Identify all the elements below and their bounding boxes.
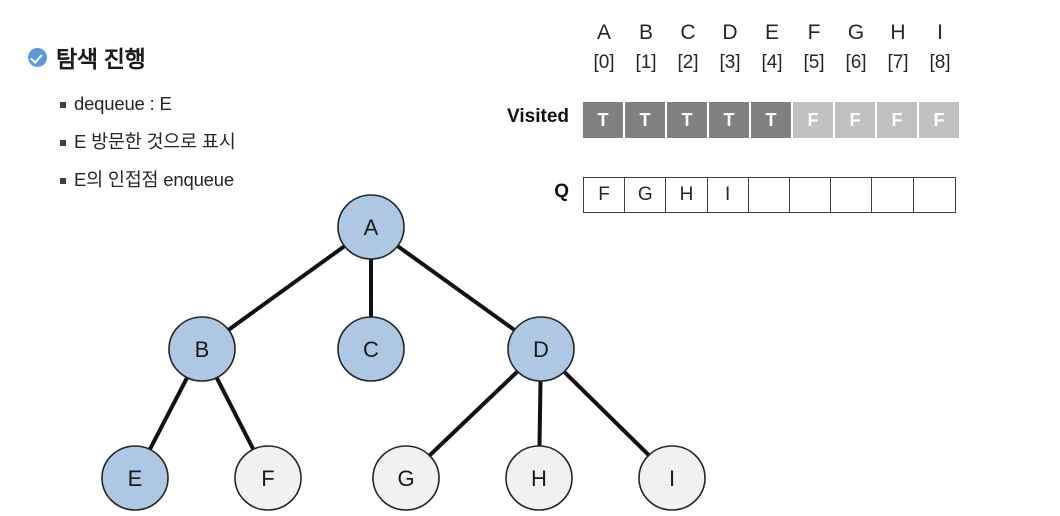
tree-node-h[interactable] — [505, 445, 573, 511]
tree-node-c[interactable] — [337, 316, 405, 382]
queue-cell — [749, 178, 790, 212]
index-header-cell: [0] — [593, 52, 615, 73]
tree-node-e[interactable] — [101, 445, 169, 511]
tree-node-i[interactable] — [638, 445, 706, 511]
square-bullet-icon — [60, 102, 66, 108]
visited-cell: T — [583, 102, 623, 138]
tree-edge — [369, 225, 543, 351]
check-circle-icon — [28, 47, 47, 67]
tree-node-a[interactable] — [337, 194, 405, 260]
vertex-header-cell: A — [596, 21, 611, 44]
vertex-header-cell: C — [680, 21, 696, 44]
vertex-header-cell: G — [847, 21, 865, 44]
queue-cell — [831, 178, 873, 212]
list-item: E 방문한 것으로 표시 — [60, 130, 236, 155]
visited-cell: F — [793, 102, 833, 138]
vertex-header-cell: H — [890, 21, 906, 44]
queue-cell: I — [708, 178, 749, 212]
queue-cell: G — [625, 178, 667, 212]
vertex-header-cell: E — [764, 21, 779, 44]
index-header-cell: [3] — [719, 52, 741, 73]
list-item-label: E 방문한 것으로 표시 — [74, 130, 236, 152]
vertex-header-row: A B C D E F G H I — [583, 18, 961, 48]
tree-nodes — [101, 194, 706, 511]
tree-edge — [200, 225, 373, 351]
queue-cell — [872, 178, 914, 212]
visited-cell: F — [877, 102, 917, 138]
square-bullet-icon — [60, 177, 66, 184]
page-title: 탐색 진행 — [56, 46, 146, 72]
list-item: dequeue : E — [60, 92, 236, 117]
visited-cell: T — [625, 102, 665, 138]
bullet-list: dequeue : E E 방문한 것으로 표시 E의 인접점 enqueue — [60, 92, 236, 206]
queue-cell — [790, 178, 832, 212]
index-header-cell: [2] — [677, 52, 699, 73]
tree-node-f[interactable] — [234, 445, 302, 511]
index-header-cell: [8] — [929, 52, 951, 73]
visited-row-label: Visited — [507, 106, 569, 127]
tree-node-d[interactable] — [507, 316, 575, 382]
visited-cell: T — [751, 102, 791, 138]
index-header-cell: [5] — [803, 52, 825, 73]
list-item-label: dequeue : E — [74, 93, 172, 114]
list-item-label: E의 인접점 enqueue — [74, 168, 234, 190]
index-header-cell: [4] — [761, 52, 783, 73]
vertex-header-cell: I — [937, 21, 943, 44]
queue-cell: F — [584, 178, 626, 212]
tree-node-b[interactable] — [168, 316, 236, 382]
index-header-cell: [6] — [845, 52, 867, 73]
vertex-header-cell: B — [638, 21, 653, 44]
visited-cell: T — [667, 102, 707, 138]
vertex-header-cell: D — [722, 21, 738, 44]
list-item: E의 인접점 enqueue — [60, 168, 236, 193]
queue-row-label: Q — [554, 181, 569, 202]
tree-node-g[interactable] — [372, 445, 440, 511]
index-header-row: [0] [1] [2] [3] [4] [5] [6] [7] [8] — [583, 49, 961, 77]
visited-cell: F — [835, 102, 875, 138]
vertex-header-cell: F — [807, 21, 821, 44]
heading-block: 탐색 진행 — [28, 40, 146, 74]
index-header-cell: [7] — [887, 52, 909, 73]
index-header-cell: [1] — [635, 52, 657, 73]
square-bullet-icon — [60, 139, 66, 146]
queue-cell: H — [666, 178, 708, 212]
visited-cell: T — [709, 102, 749, 138]
visited-cell: F — [919, 102, 959, 138]
